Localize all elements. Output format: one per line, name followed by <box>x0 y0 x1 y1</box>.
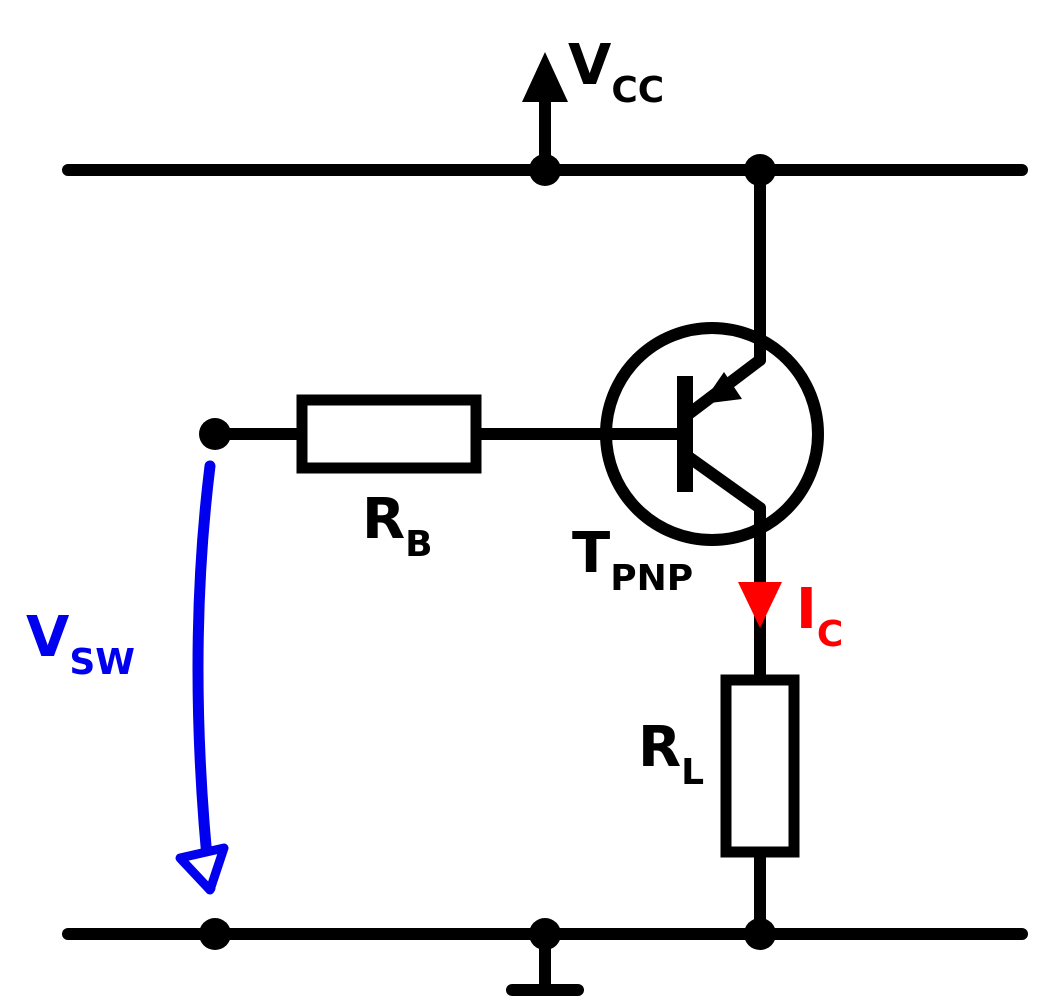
transistor-pnp <box>600 322 824 546</box>
label-vcc: VCC <box>568 33 664 111</box>
junction-dot-load <box>744 918 776 950</box>
junction-dot-emitter <box>744 154 776 186</box>
vsw-arrow-icon <box>175 843 229 895</box>
vcc-arrow-icon <box>522 52 568 102</box>
label-ic: IC <box>796 577 843 655</box>
junction-dot-ground <box>529 918 561 950</box>
emitter-arrow-icon <box>702 372 742 404</box>
terminal-bottom[interactable] <box>199 918 231 950</box>
transistor-circle <box>600 322 824 546</box>
terminal-input[interactable] <box>199 418 231 450</box>
junction-dot-vcc <box>529 154 561 186</box>
label-vsw: VSW <box>26 605 135 683</box>
label-rb: RB <box>362 487 433 565</box>
current-arrow-icon <box>738 582 782 628</box>
resistor-rl <box>720 674 800 858</box>
transistor-collector-leg <box>684 452 766 514</box>
vsw-arrow-line <box>192 460 216 894</box>
label-rl: RL <box>638 715 704 793</box>
resistor-rb <box>296 394 482 474</box>
label-tpnp: TPNP <box>572 521 693 599</box>
